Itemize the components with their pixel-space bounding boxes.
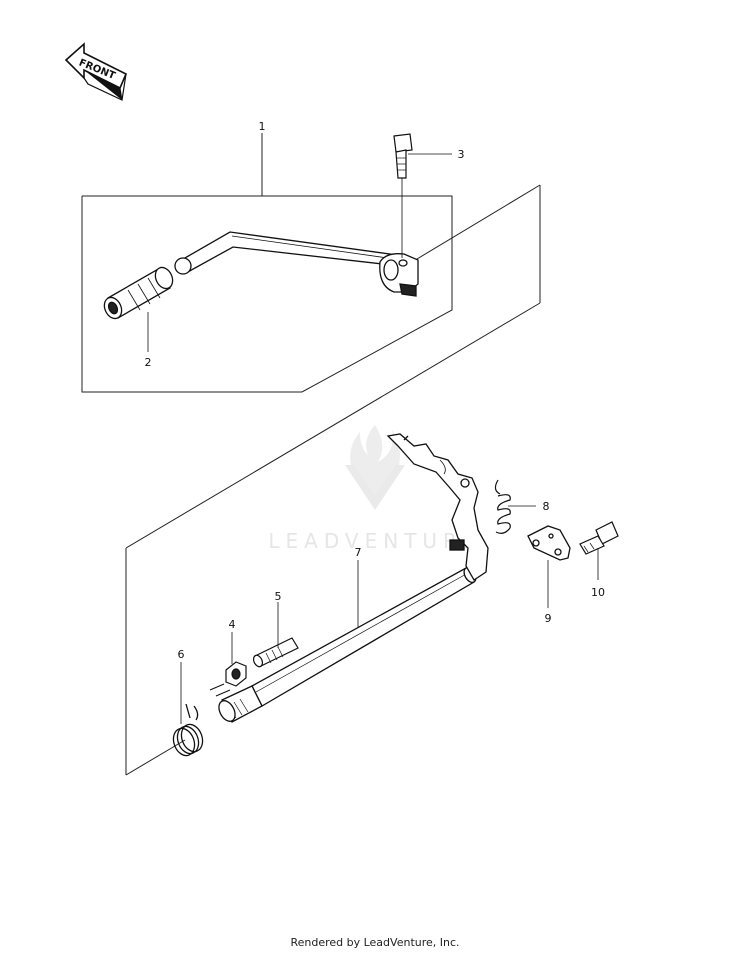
callout-5: 5 <box>275 590 282 603</box>
nut-4 <box>225 661 247 687</box>
circlip <box>209 683 231 697</box>
pedal-arm <box>174 231 419 297</box>
footer-credit: Rendered by LeadVenture, Inc. <box>290 936 460 949</box>
callout-9: 9 <box>545 612 552 625</box>
leader-lines <box>147 153 599 724</box>
watermark-text: LEADVENTURE <box>268 529 481 553</box>
shift-arm-plate <box>386 433 489 581</box>
callout-2: 2 <box>145 356 152 369</box>
pedal-rubber <box>103 266 174 320</box>
callout-7: 7 <box>355 546 362 559</box>
callout-4: 4 <box>229 618 236 631</box>
callout-1: 1 <box>259 120 266 133</box>
callout-3: 3 <box>458 148 465 161</box>
callout-8: 8 <box>543 500 550 513</box>
front-arrow-icon: FRONT <box>64 42 128 101</box>
pin-5 <box>252 637 299 668</box>
bolt-3 <box>393 133 413 258</box>
spring-8 <box>494 479 511 534</box>
shift-shaft <box>218 566 477 723</box>
callout-6: 6 <box>178 648 185 661</box>
bracket-9 <box>527 525 571 561</box>
return-spring-6 <box>172 703 204 757</box>
callout-labels: 1 2 3 4 5 6 7 8 9 10 <box>145 120 606 661</box>
watermark-logo <box>345 425 405 510</box>
bolt-10 <box>579 521 619 555</box>
callout-10: 10 <box>591 586 605 599</box>
assembly-1-frame <box>81 133 541 393</box>
